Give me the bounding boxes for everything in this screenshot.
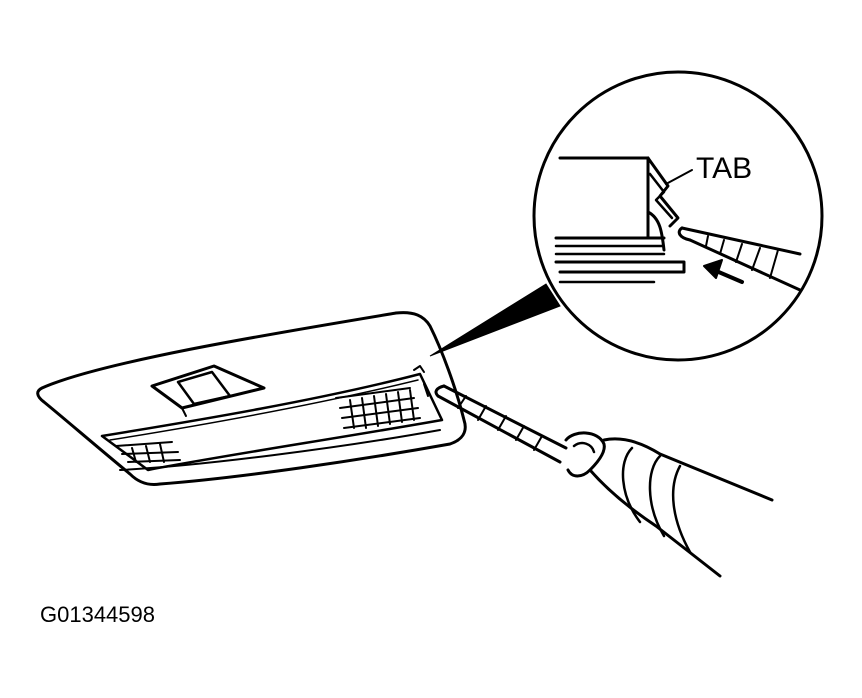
callout-wedge (429, 283, 561, 357)
tab-label: TAB (696, 152, 752, 185)
figure-id: G01344598 (40, 602, 155, 627)
arrow-icon (703, 259, 744, 284)
screwdriver (434, 384, 774, 578)
lens-pattern-right (335, 387, 421, 429)
lens-pattern-left (115, 441, 181, 463)
lamp-panel (36, 311, 467, 486)
screwdriver-tip (677, 226, 802, 292)
detail-magnifier (532, 70, 824, 362)
switch-knob (150, 364, 266, 417)
